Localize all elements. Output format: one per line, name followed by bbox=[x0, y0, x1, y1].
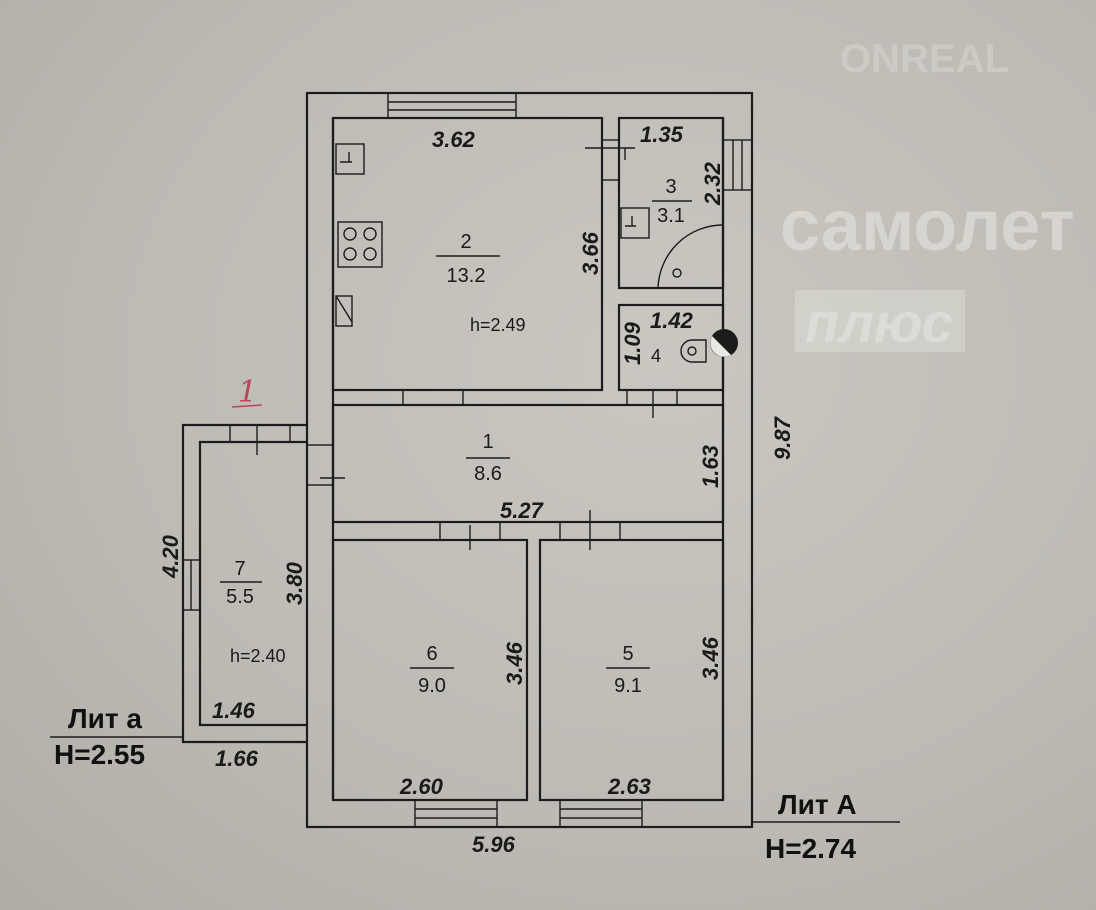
dim-kitchen-depth: 3.66 bbox=[578, 231, 603, 275]
lit-a-small-label: Лит а bbox=[68, 703, 142, 734]
dim-room5-width: 2.63 bbox=[607, 774, 651, 799]
door-annex bbox=[306, 444, 334, 486]
handwritten-annotation: 1 bbox=[238, 375, 257, 410]
room-6-number: 6 bbox=[426, 643, 437, 665]
dim-corridor-length: 5.27 bbox=[500, 498, 545, 523]
watermark-onreal: ONREAL bbox=[840, 37, 1009, 81]
room-1-area: 8.6 bbox=[474, 463, 502, 485]
room-5-walls bbox=[538, 538, 725, 802]
dim-room6-width: 2.60 bbox=[399, 774, 444, 799]
door-room-4 bbox=[626, 389, 678, 406]
sink-icon bbox=[335, 143, 365, 175]
room-2-label: 2 13.2 h=2.49 bbox=[436, 231, 526, 335]
room-3-area: 3.1 bbox=[657, 205, 685, 227]
lit-a-big-label: Лит А bbox=[778, 789, 857, 820]
dim-annex-outer-width: 1.66 bbox=[215, 746, 259, 771]
chimney-icon bbox=[710, 329, 738, 357]
room-5-area: 9.1 bbox=[614, 675, 642, 697]
room-2-area: 13.2 bbox=[447, 265, 486, 287]
room-2-number: 2 bbox=[460, 231, 471, 253]
window-annex bbox=[182, 559, 201, 611]
door-annex-outer bbox=[229, 424, 291, 443]
dim-kitchen-width: 3.62 bbox=[432, 127, 476, 152]
dim-room3-depth: 2.32 bbox=[700, 161, 725, 206]
stove-icon bbox=[337, 221, 383, 268]
room-7-number: 7 bbox=[234, 558, 245, 580]
room-2-height: h=2.49 bbox=[470, 315, 526, 335]
dim-annex-inner-depth: 3.80 bbox=[282, 561, 307, 605]
room-7-height: h=2.40 bbox=[230, 646, 286, 666]
shower-icon bbox=[657, 224, 724, 289]
dim-total-depth: 9.87 bbox=[770, 415, 795, 460]
window-top bbox=[387, 92, 517, 119]
lit-a-small-height: H=2.55 bbox=[54, 739, 145, 770]
lit-a-big-height: H=2.74 bbox=[765, 833, 856, 864]
watermark-plus-box bbox=[795, 290, 965, 352]
toilet-icon bbox=[680, 339, 707, 363]
door-kitchen bbox=[402, 389, 464, 406]
room-3-number: 3 bbox=[665, 176, 676, 198]
dim-annex-inner-width: 1.46 bbox=[212, 698, 256, 723]
room-6-label: 6 9.0 bbox=[410, 643, 454, 697]
room-6-area: 9.0 bbox=[418, 675, 446, 697]
room-4-label: 4 bbox=[651, 346, 661, 366]
room-1-number: 1 bbox=[482, 431, 493, 453]
dim-room3-width: 1.35 bbox=[640, 122, 684, 147]
outer-wall bbox=[305, 91, 754, 829]
tick-marks bbox=[256, 147, 654, 550]
dim-room6-depth: 3.46 bbox=[502, 641, 527, 685]
handwritten-underline bbox=[231, 404, 263, 408]
dim-room4-width: 1.42 bbox=[650, 308, 694, 333]
watermark-plus: плюс bbox=[805, 291, 953, 354]
room-3-label: 3 3.1 bbox=[652, 176, 692, 227]
room-1-label: 1 8.6 bbox=[466, 431, 510, 485]
watermark-samolet: самолет bbox=[780, 186, 1075, 266]
dim-annex-outer-depth: 4.20 bbox=[158, 534, 183, 579]
window-bottom-right bbox=[559, 799, 643, 828]
dim-room4-depth: 1.09 bbox=[620, 321, 645, 365]
washbasin-icon bbox=[620, 207, 650, 239]
room-5-number: 5 bbox=[622, 643, 633, 665]
window-right bbox=[722, 139, 753, 191]
window-bottom-left bbox=[414, 799, 498, 828]
door-room-3 bbox=[601, 139, 620, 181]
boiler-icon bbox=[335, 295, 353, 327]
dim-total-width: 5.96 bbox=[472, 832, 516, 857]
room-2-walls bbox=[331, 116, 604, 392]
room-6-walls bbox=[331, 538, 529, 802]
room-4-number: 4 bbox=[651, 346, 661, 366]
dim-room5-depth: 3.46 bbox=[698, 636, 723, 680]
room-7-area: 5.5 bbox=[226, 586, 254, 608]
room-7-label: 7 5.5 h=2.40 bbox=[220, 558, 286, 666]
dim-corridor-depth: 1.63 bbox=[698, 445, 723, 488]
room-5-label: 5 9.1 bbox=[606, 643, 650, 697]
